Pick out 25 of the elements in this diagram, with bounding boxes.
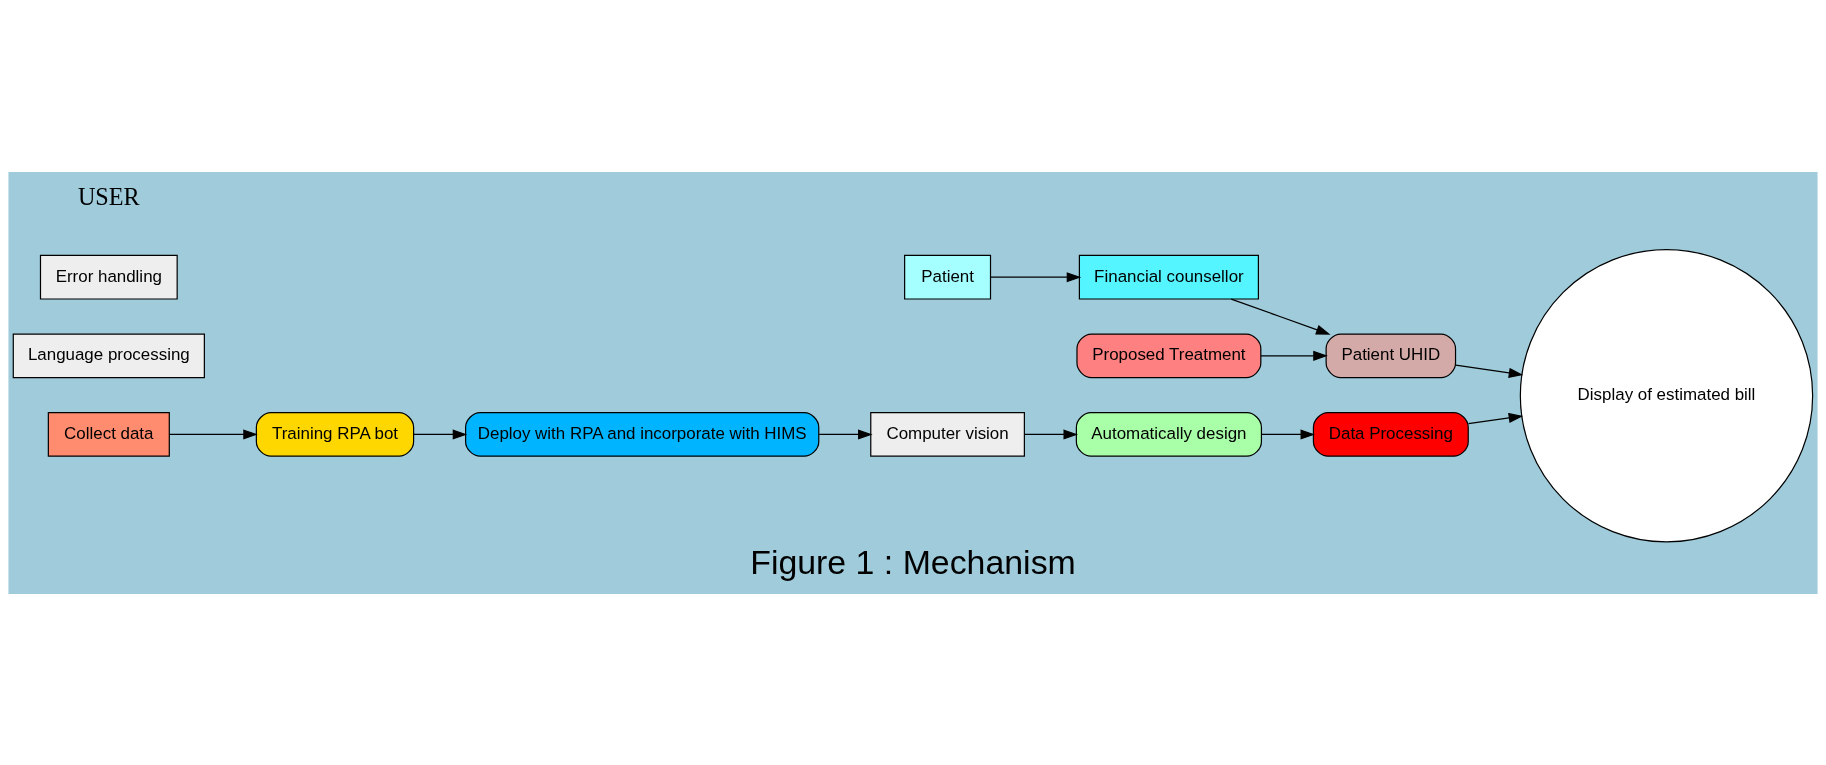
node-box: Financial counsellor <box>1078 254 1259 300</box>
node-box: Automatically design <box>1075 411 1263 457</box>
caption: Figure 1 : Mechanism <box>750 542 1076 581</box>
node-box: Patient <box>904 254 992 300</box>
node-circle: Display of estimated bill <box>1519 248 1814 542</box>
node-box: Proposed Treatment <box>1076 332 1262 378</box>
arrow <box>1260 350 1328 361</box>
node-box: Collect data <box>47 411 170 457</box>
arrow <box>1230 298 1331 335</box>
node-box: Computer vision <box>870 411 1025 457</box>
node-box: Data Processing <box>1312 411 1469 457</box>
node-box: Training RPA bot <box>255 411 415 457</box>
arrow <box>990 271 1082 282</box>
arrow <box>1261 428 1316 440</box>
arrow <box>168 428 258 440</box>
arrow <box>1455 364 1524 378</box>
arrow <box>413 428 468 440</box>
node-box: Language processing <box>12 332 205 378</box>
arrow <box>1023 428 1078 440</box>
node-box: Error handling <box>39 254 178 300</box>
arrow <box>1467 412 1524 424</box>
node-box: Deploy with RPA and incorporate with HIMS <box>465 411 820 457</box>
label: USER <box>77 182 140 210</box>
arrow <box>818 428 873 440</box>
node-box: Patient UHID <box>1325 332 1457 378</box>
